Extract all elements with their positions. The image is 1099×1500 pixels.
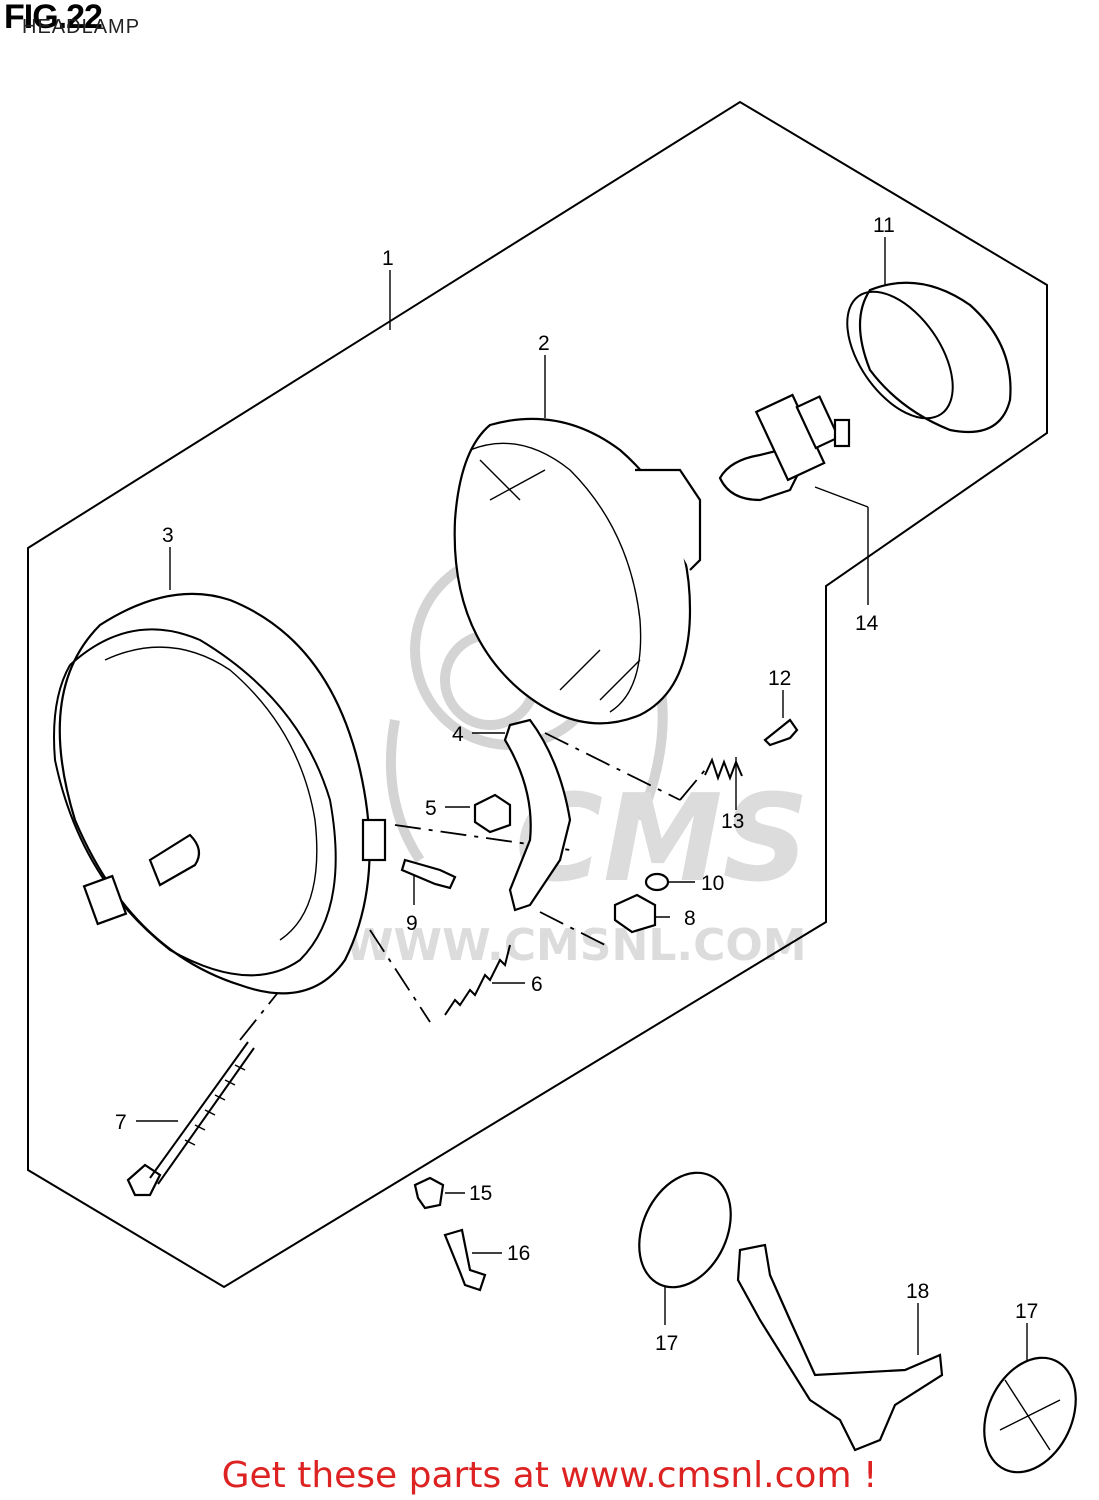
grommet-15 (413, 1176, 445, 1210)
bracket-18 (736, 1243, 944, 1452)
callout-13: 13 (721, 810, 744, 833)
callout-9: 9 (406, 912, 418, 935)
spring-6 (444, 944, 511, 1016)
callout-1: 1 (382, 247, 394, 270)
bolt-16 (443, 1228, 487, 1292)
dust-cover (846, 281, 1012, 434)
figure-subtitle: HEADLAMP (22, 16, 141, 38)
callout-17-left: 17 (655, 1332, 678, 1355)
callout-17-right: 17 (1015, 1300, 1038, 1323)
assembly-outline (27, 100, 1048, 1289)
callout-8: 8 (684, 907, 696, 930)
callout-4: 4 (452, 723, 464, 746)
screw-9 (400, 858, 457, 890)
callout-7: 7 (115, 1111, 127, 1134)
cushion-17-right-cross (999, 1379, 1061, 1451)
watermark-url-text: WWW.CMSNL.COM (345, 920, 807, 971)
spring-13 (704, 757, 743, 781)
headlamp-unit (453, 417, 702, 725)
callout-2: 2 (538, 332, 550, 355)
adjuster-bracket (503, 718, 572, 912)
nut-8 (613, 893, 657, 934)
callout-6: 6 (531, 973, 543, 996)
callout-10: 10 (701, 872, 724, 895)
promo-footer-link[interactable]: Get these parts at www.cmsnl.com ! (221, 1455, 878, 1496)
callout-11: 11 (873, 214, 895, 237)
cushion-17-left (638, 1171, 732, 1289)
callout-16: 16 (507, 1242, 530, 1265)
callout-12: 12 (768, 667, 791, 690)
callout-18: 18 (906, 1280, 929, 1303)
collar-10 (644, 872, 670, 892)
callout-3: 3 (162, 524, 174, 547)
screw-12 (763, 718, 799, 747)
callout-5: 5 (425, 797, 437, 820)
callout-15: 15 (469, 1182, 492, 1205)
figure-title: FIG.22 (4, 0, 103, 36)
nut-5 (473, 793, 512, 834)
adjusting-screw-7 (126, 1041, 255, 1197)
headlamp-rim (53, 592, 387, 995)
headlamp-bulb (718, 393, 851, 502)
callout-14: 14 (855, 612, 879, 635)
